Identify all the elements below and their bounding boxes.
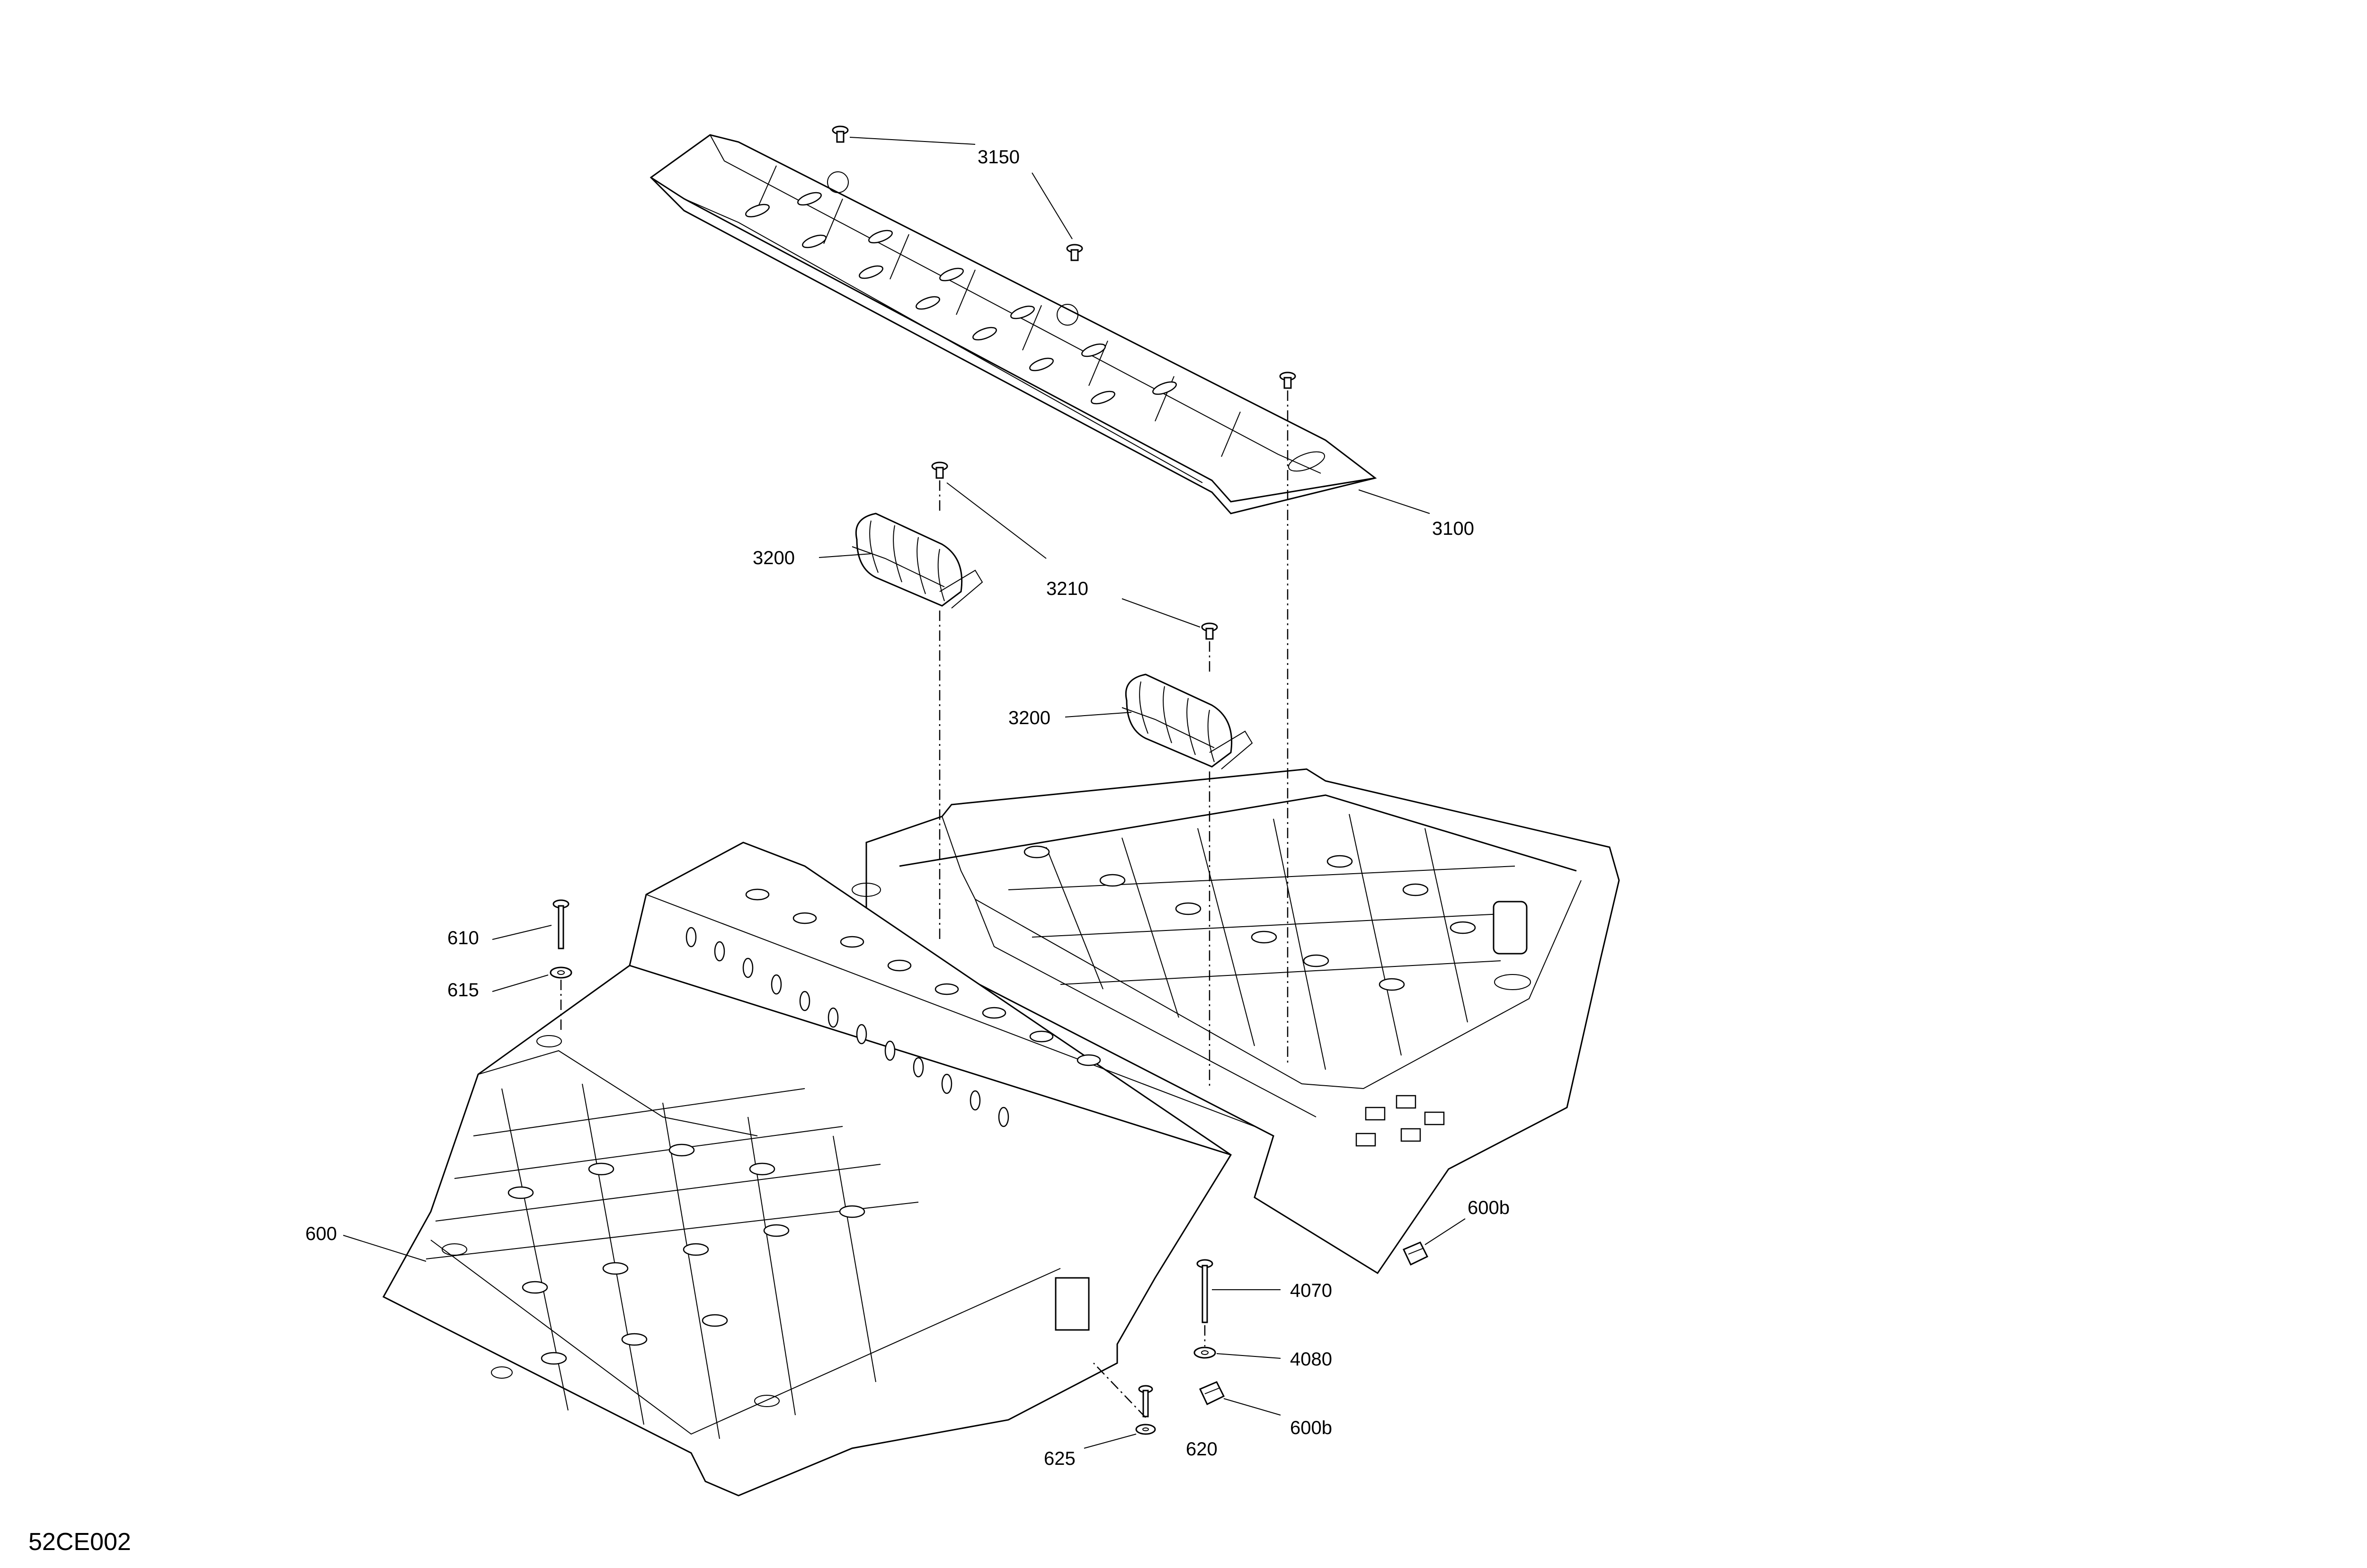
callout-3200-right: 3200: [1008, 708, 1050, 728]
leader-lines: [343, 137, 1466, 1449]
callout-610: 610: [447, 928, 479, 948]
front-floor-panel: [382, 842, 1255, 1497]
washer-615: [550, 966, 572, 979]
callout-625: 625: [1044, 1448, 1076, 1469]
fastener-3210-a: [931, 461, 948, 479]
washer-625: [1135, 1424, 1156, 1435]
bolt-620: [1138, 1385, 1153, 1417]
cable-clamp-right: [1121, 673, 1253, 770]
fastener-3210-b: [1201, 622, 1218, 640]
callout-4070: 4070: [1290, 1280, 1332, 1301]
callout-600: 600: [305, 1223, 337, 1244]
callout-3150: 3150: [978, 147, 1020, 168]
callout-615: 615: [447, 980, 479, 1001]
callout-4080: 4080: [1290, 1349, 1332, 1370]
bolt-610: [552, 899, 570, 949]
clip-600b-upper: [1402, 1241, 1429, 1266]
diagram-code: 52CE002: [28, 1528, 131, 1556]
callout-3200-left: 3200: [753, 548, 795, 568]
cable-clamp-left: [852, 513, 983, 609]
callout-600b-lower: 600b: [1290, 1417, 1332, 1438]
fastener-3150-b: [1066, 244, 1083, 261]
callout-labels: 3150 3100 3200 3210 3200 610 615 600 600…: [305, 147, 1510, 1469]
callout-3210: 3210: [1046, 578, 1088, 599]
clip-600b-lower: [1199, 1381, 1225, 1406]
callout-600b-upper: 600b: [1468, 1197, 1510, 1218]
upper-cover-plate: [650, 134, 1377, 514]
fastener-3100: [1279, 372, 1296, 389]
fastener-3150-a: [832, 125, 849, 143]
rear-floor-panel: [852, 768, 1620, 1275]
callout-3100: 3100: [1432, 518, 1474, 539]
washer-4080: [1193, 1347, 1216, 1359]
assembly-lines: [560, 390, 1289, 1418]
bolt-4070: [1196, 1259, 1213, 1323]
callout-620: 620: [1186, 1439, 1218, 1460]
